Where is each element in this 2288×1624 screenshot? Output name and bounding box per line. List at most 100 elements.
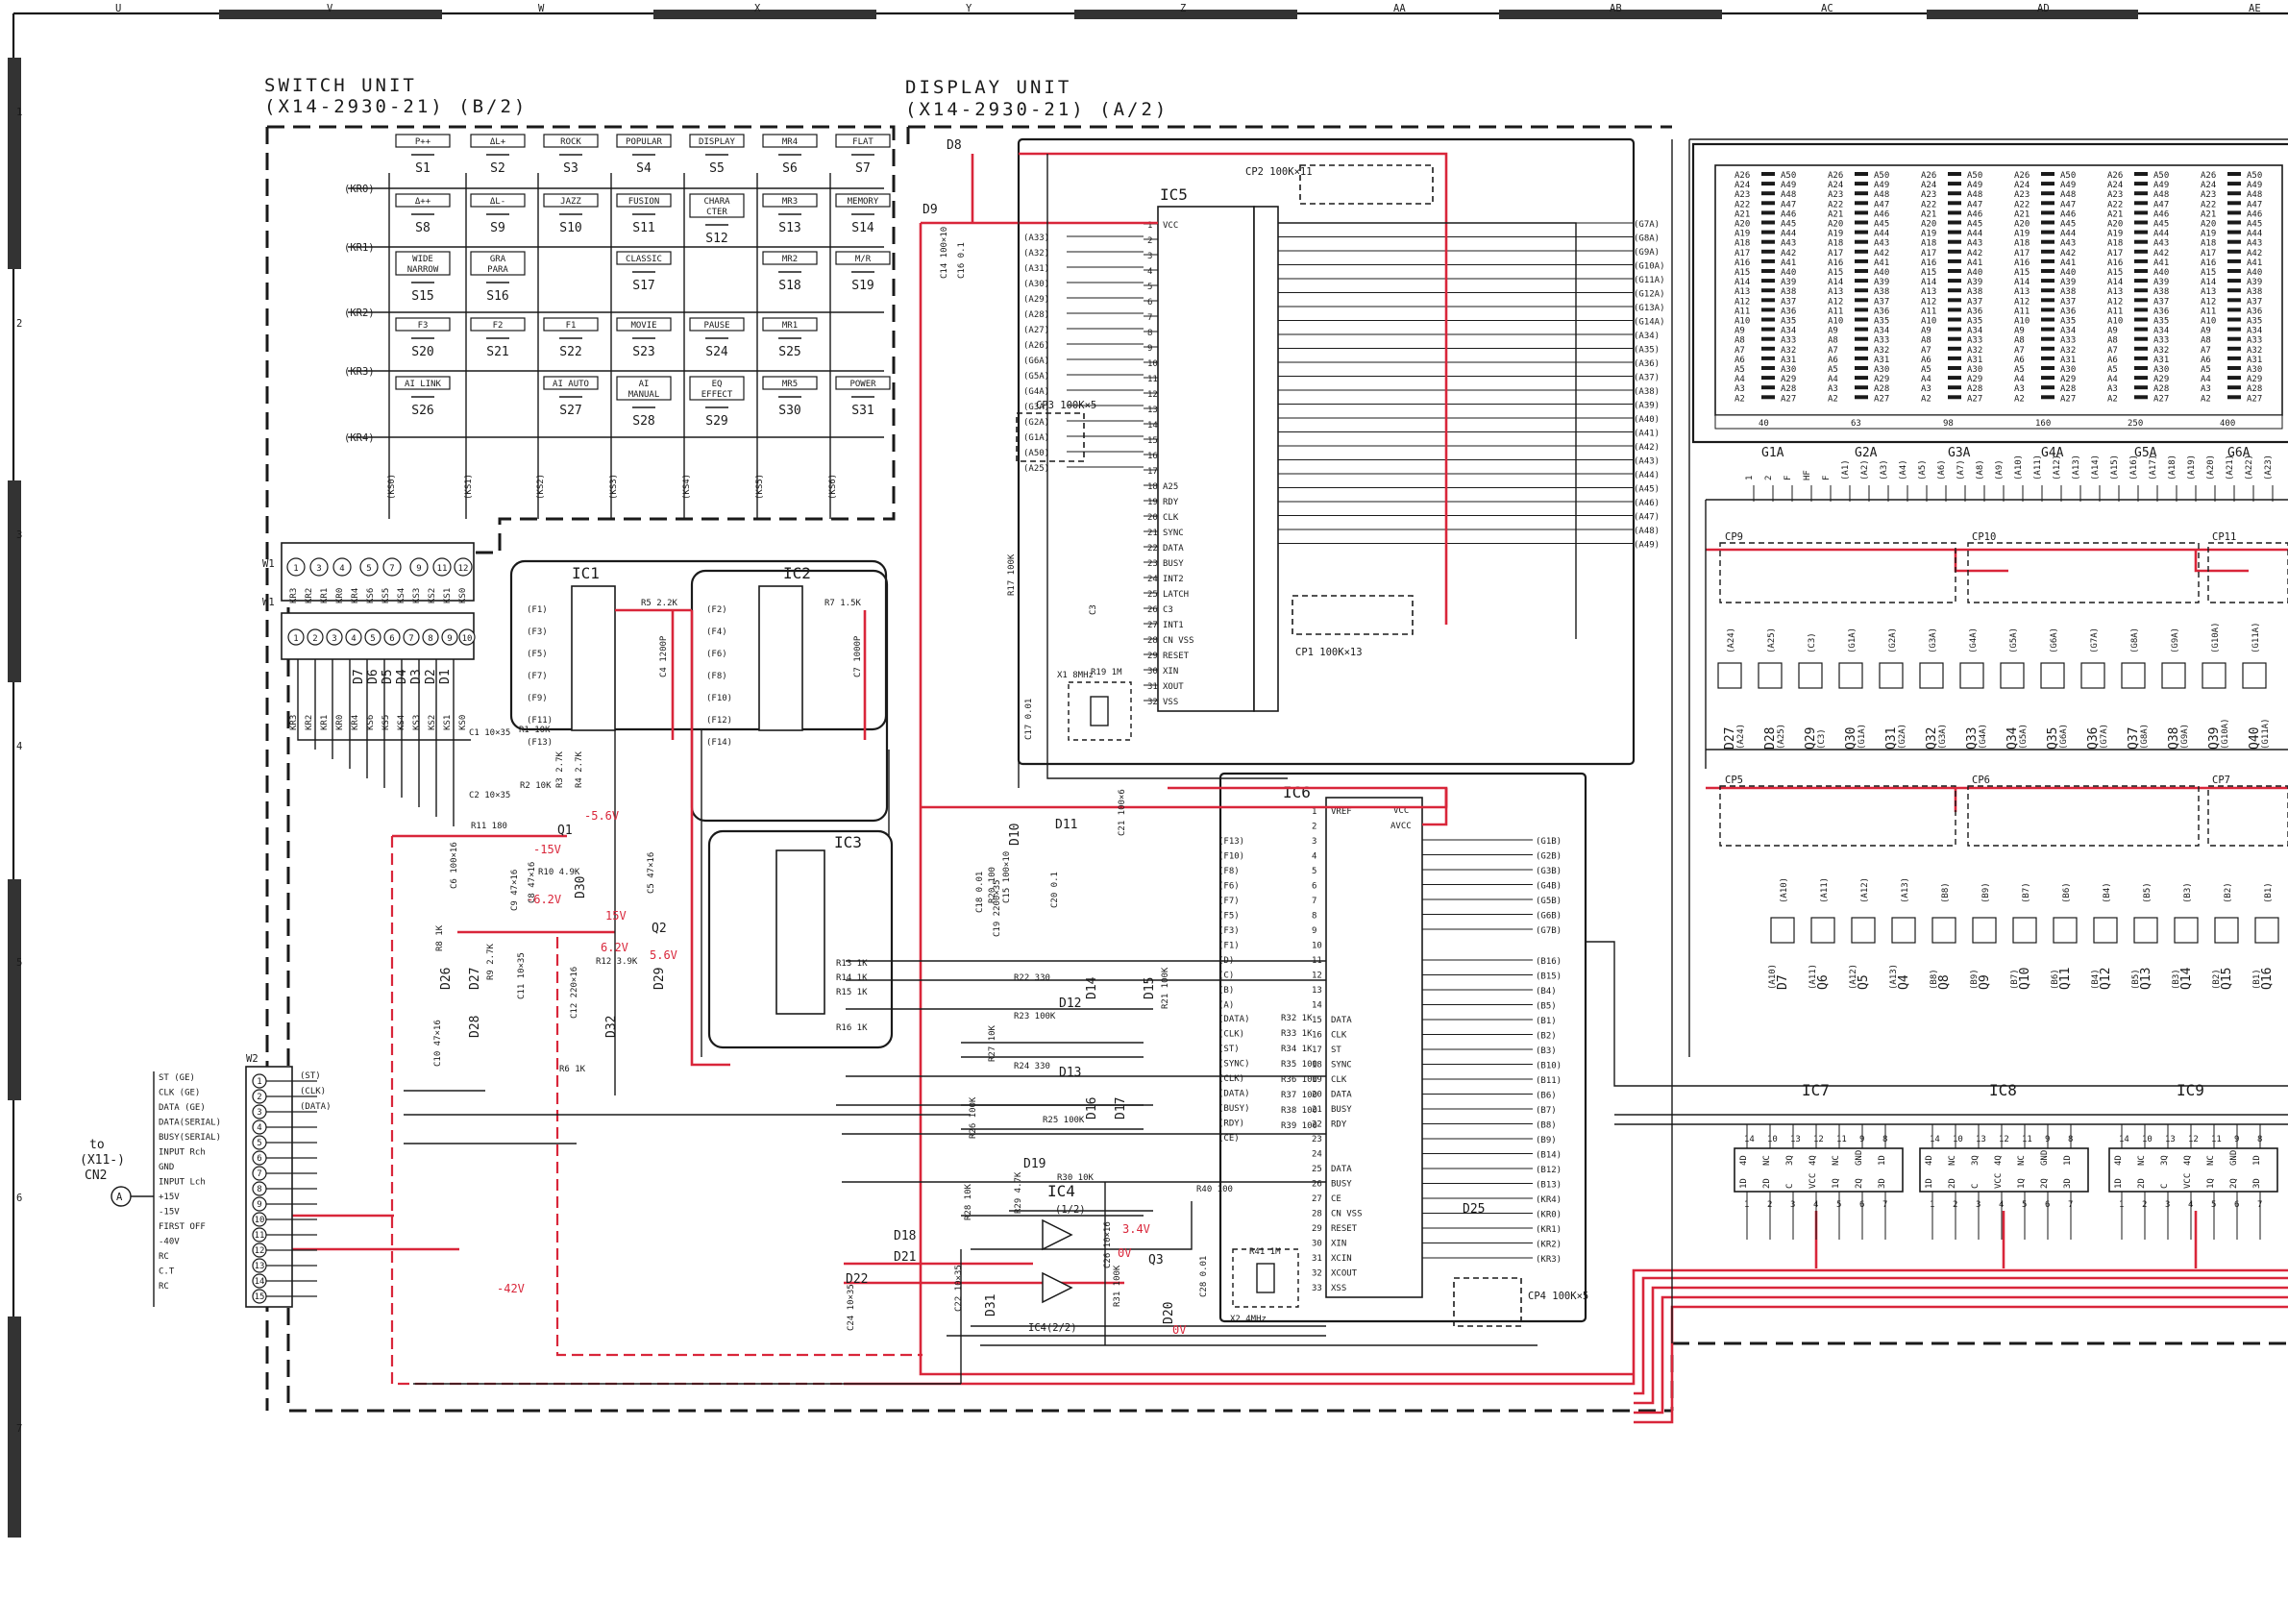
fl-segment-left: A18	[1921, 239, 1936, 249]
ic6-pin-number: 33	[1312, 1284, 1322, 1293]
w1-diode: D6	[366, 669, 381, 684]
fl-segment-mark	[2041, 269, 2054, 273]
ic6-pin-name: CLK	[1331, 1031, 1347, 1041]
fl-segment-right: A28	[2060, 384, 2076, 394]
fl-segment-mark	[1761, 395, 1775, 400]
w2-line-name: GND	[159, 1163, 174, 1172]
transistor-signal: (B6)	[2051, 969, 2060, 990]
part-x2: X2 4MHz	[1230, 1315, 1267, 1324]
ic5-output-signal: (A39)	[1634, 402, 1660, 411]
ic6-output-signal: (B14)	[1536, 1151, 1562, 1161]
latch-pin-name: 4Q	[1994, 1155, 2004, 1166]
part-q1: Q1	[557, 824, 573, 838]
fl-segment-left: A21	[1828, 209, 1843, 219]
transistor-ref: Q15	[2220, 968, 2234, 990]
ic2-input: (F6)	[706, 650, 727, 659]
ic5-output-signal: (A40)	[1634, 415, 1660, 425]
kr-label: (KR2)	[344, 308, 375, 319]
fl-segment-right: A30	[2153, 365, 2169, 375]
ic5-pin-number: 2	[1147, 236, 1152, 246]
fl-segment-mark	[1948, 376, 1961, 381]
fl-segment-left: A5	[2107, 365, 2118, 375]
fl-segment-right: A50	[2247, 171, 2262, 181]
fl-segment-mark	[2134, 230, 2148, 234]
w2-pin-number: 6	[257, 1154, 261, 1164]
fl-segment-left: A22	[1828, 200, 1843, 209]
ic5-pin-number: 25	[1147, 590, 1158, 600]
w2-pin-number: 3	[257, 1108, 261, 1118]
switch-key	[762, 134, 818, 148]
fl-segment-right: A28	[2153, 384, 2169, 394]
ic5-block: IC5	[1017, 137, 1636, 766]
ic4-half-a: (1/2)	[1055, 1204, 1086, 1216]
fl-segment-mark	[2134, 220, 2148, 225]
transistor-ref: Q14	[2179, 967, 2194, 990]
fl-segment-mark	[2041, 336, 2054, 341]
fl-segment-mark	[1948, 385, 1961, 390]
switch-key	[616, 193, 672, 208]
transistor-signal: (B2)	[2224, 882, 2233, 903]
switch-ref: S11	[632, 221, 654, 235]
fl-segment-right: A50	[2153, 171, 2169, 181]
fl-segment-mark	[2227, 395, 2241, 400]
w2-pin-number: 12	[255, 1246, 265, 1256]
fl-segment-right: A43	[1781, 239, 1796, 249]
transistor-body	[2242, 662, 2267, 689]
switch-ref: S31	[851, 404, 873, 418]
part-r28: R28 10K	[964, 1183, 973, 1220]
fl-segment-mark	[2227, 336, 2241, 341]
ic6-pin-number: 14	[1312, 1001, 1322, 1011]
part-r33: R33 1K	[1281, 1029, 1313, 1039]
fl-segment-right: A43	[2153, 239, 2169, 249]
switch-function-label: PARA	[487, 265, 508, 275]
ic5-output-signal: (A46)	[1634, 499, 1660, 508]
latch-pin-name: 2Q	[2229, 1178, 2239, 1189]
fl-segment-mark	[2227, 317, 2241, 322]
fl-segment-mark	[1948, 395, 1961, 400]
switch-function-label: JAZZ	[560, 197, 581, 207]
voltage-6-2: 6.2V	[601, 941, 628, 954]
fl-segment-left: A15	[2201, 268, 2216, 278]
ic5-pin-name: A25	[1163, 482, 1178, 492]
fl-segment-left: A24	[2201, 181, 2216, 190]
ic5-pin-number: 1	[1147, 221, 1152, 231]
part-c17: C17 0.01	[1024, 699, 1034, 740]
ic5-pin-name: VSS	[1163, 698, 1178, 707]
w1-pin-number: 12	[458, 564, 469, 574]
fl-segment-right: A41	[1967, 258, 1982, 268]
fl-segment-left: A9	[1921, 327, 1931, 336]
fl-segment-mark	[1948, 269, 1961, 273]
fl-segment-left: A9	[1828, 327, 1838, 336]
fl-segment-mark	[2134, 182, 2148, 186]
latch-pin-number: 12	[1999, 1135, 2009, 1144]
w1-pin-number: 4	[339, 564, 344, 574]
fl-segment-left: A18	[2107, 239, 2123, 249]
ic5-pin-number: 12	[1147, 390, 1158, 400]
switch-ref: S12	[705, 232, 727, 246]
ic5-input-signal: (A33)	[1023, 234, 1049, 243]
fl-segment-right: A42	[1781, 249, 1796, 258]
switch-function-label: MOVIE	[630, 321, 656, 331]
fl-grid-label: G1A	[1761, 446, 1784, 460]
fl-segment-mark	[1761, 308, 1775, 312]
ic6-output-signal: (G6B)	[1536, 912, 1562, 922]
ic5-pin-number: 21	[1147, 529, 1158, 538]
ic5-pin-number: 4	[1147, 267, 1152, 277]
part-r13: R13 1K	[836, 959, 868, 969]
ic1-label: IC1	[572, 564, 600, 582]
grid-column-label: Y	[966, 3, 972, 14]
fl-segment-mark	[2227, 239, 2241, 244]
part-c18: C18 0.01	[975, 872, 985, 913]
fl-segment-mark	[2134, 376, 2148, 381]
part-r30: R30 10K	[1057, 1173, 1095, 1183]
ic6-input-signal: (BUSY)	[1218, 1104, 1250, 1114]
fl-segment-right: A44	[2060, 230, 2076, 239]
transistor-ref: Q40	[2248, 727, 2262, 750]
fl-segment-right: A37	[1781, 297, 1796, 307]
transistor-ref: Q29	[1804, 727, 1818, 750]
ic4-half-b: IC4(2/2)	[1028, 1322, 1077, 1334]
w1-pin	[364, 628, 381, 646]
fl-segment-left: A6	[2107, 356, 2118, 365]
part-r26: R26 100K	[969, 1096, 978, 1139]
